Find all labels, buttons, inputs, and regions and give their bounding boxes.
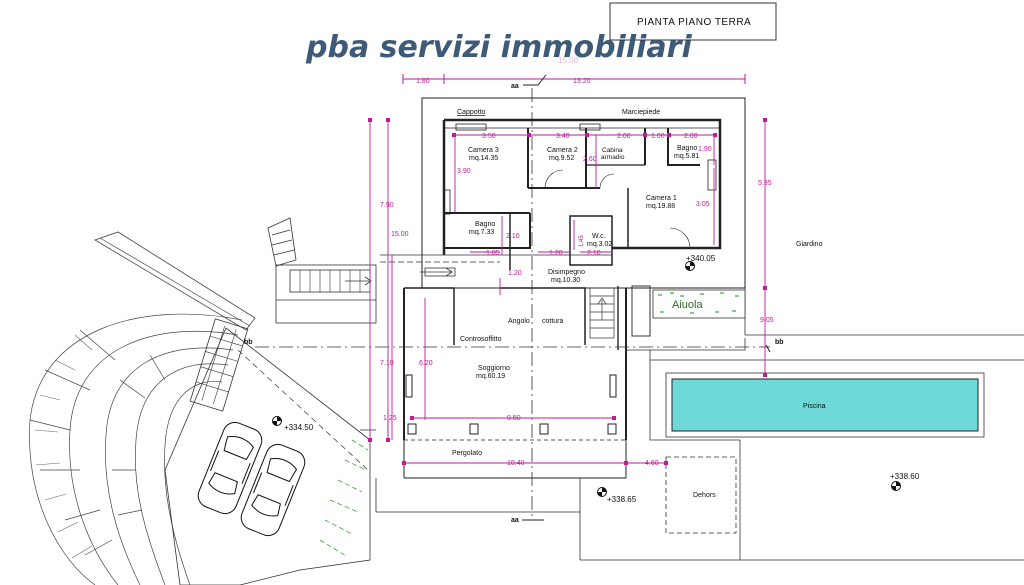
elevation-338-65: +338.65 xyxy=(607,495,637,504)
elevation-338-60: +338.60 xyxy=(890,472,920,481)
section-mark-aa-top: aa xyxy=(511,83,519,90)
living-area-walls xyxy=(403,287,627,479)
dehors-area xyxy=(665,456,737,534)
dim-2-00a: 2.00 xyxy=(617,133,631,140)
retaining-wall-left xyxy=(267,217,297,267)
sheet-title-box xyxy=(609,2,777,41)
label-bagno2: Bagno xyxy=(475,221,495,228)
pool-label: Piscina xyxy=(803,403,826,410)
dim-1-25: 1.25 xyxy=(383,415,397,422)
label-angolo: Angolo xyxy=(508,318,530,325)
driveway-hatching xyxy=(34,334,93,559)
label-marciapiede: Marciepiede xyxy=(622,109,660,116)
label-bagno1: Bagno xyxy=(677,145,697,152)
elevation-marker-338-65 xyxy=(597,487,607,497)
label-disimpegno: Disimpegno xyxy=(548,269,585,276)
label-soggiorno-area: mq.60.19 xyxy=(476,373,505,380)
interior-passage xyxy=(380,254,612,277)
top-dimension-lines xyxy=(402,74,746,84)
label-soggiorno: Soggiorno xyxy=(478,365,510,372)
dehors-label: Dehors xyxy=(693,492,716,499)
label-camera3-area: mq.14.35 xyxy=(469,155,498,162)
grass-lines xyxy=(319,439,369,557)
section-mark-bb-left: bb xyxy=(244,339,253,346)
label-camera1-area: mq.19.88 xyxy=(646,203,675,210)
aiuola-label: Aiuola xyxy=(672,299,703,311)
faded-dimension: 15.00 xyxy=(558,56,579,65)
dim-1-20b: 1.20 xyxy=(508,270,522,277)
exterior-stair xyxy=(275,264,377,324)
dim-3-05: 3.05 xyxy=(696,201,710,208)
label-controsoffitto: Controsoffitto xyxy=(460,336,502,343)
label-cappotto: Cappotto xyxy=(457,109,486,116)
dim-3-40: 3.40 xyxy=(556,133,570,140)
dim-15-00: 15.00 xyxy=(391,231,409,238)
dim-5-95: 5.95 xyxy=(758,180,772,187)
pool-outer xyxy=(665,372,985,438)
dim-1-00: 1.00 xyxy=(651,133,665,140)
dim-9-05: 9.05 xyxy=(760,317,774,324)
label-disimpegno-area: mq.10.30 xyxy=(551,277,580,284)
dim-1-85: 1.85 xyxy=(486,250,500,257)
dim-13-20: 13.20 xyxy=(573,78,591,85)
elevation-340-05: +340.05 xyxy=(686,254,716,263)
dim-2-10b: 2.10 xyxy=(587,250,601,257)
label-armadio: armadio xyxy=(601,154,625,161)
elevation-334-50: +334.50 xyxy=(284,423,314,432)
sheet-title: PIANTA PIANO TERRA xyxy=(637,17,751,28)
brand-title: pba servizi immobiliari xyxy=(305,30,692,65)
interior-stair xyxy=(589,287,615,339)
dimension-ticks xyxy=(368,118,767,465)
aiuola-planter xyxy=(652,289,746,319)
dim-2-00b: 2.00 xyxy=(684,133,698,140)
dim-3-50: 3.50 xyxy=(482,133,496,140)
label-cottura: cottura xyxy=(542,318,564,325)
dim-1-45: 1.45 xyxy=(579,235,585,247)
dim-3-90: 3.90 xyxy=(457,168,471,175)
parking-area xyxy=(164,327,371,585)
label-cabina: Cabina xyxy=(602,147,623,154)
label-camera2: Camera 2 xyxy=(547,147,578,154)
dim-7-10: 7.10 xyxy=(380,360,394,367)
label-giardino: Giardino xyxy=(796,241,823,248)
dim-1-80: 1.80 xyxy=(416,78,430,85)
dim-4-60: 4.60 xyxy=(645,460,659,467)
dimension-lines xyxy=(369,120,766,464)
curved-driveway xyxy=(29,231,256,585)
dim-6-20: 6.20 xyxy=(419,360,433,367)
car-2 xyxy=(240,443,306,537)
dim-7-90: 7.90 xyxy=(380,202,394,209)
label-camera3: Camera 3 xyxy=(468,147,499,154)
label-bagno2-area: mq.7.33 xyxy=(469,229,494,236)
pool-water xyxy=(671,378,979,432)
label-camera2-area: mq.9.52 xyxy=(549,155,574,162)
section-mark-bb-right: bb xyxy=(775,339,784,346)
label-bagno1-area: mq.5.81 xyxy=(674,153,699,160)
label-wc: W.c. xyxy=(592,233,606,240)
car-1 xyxy=(197,421,263,515)
elevation-marker-334-50 xyxy=(272,416,282,426)
label-pergolato: Pergolato xyxy=(452,450,482,457)
dim-2-10a: 2.10 xyxy=(506,233,520,240)
label-camera1: Camera 1 xyxy=(646,195,677,202)
elevation-marker-340-05 xyxy=(685,261,695,271)
label-wc-area: mq.3.02 xyxy=(587,241,612,248)
section-mark-aa-bottom: aa xyxy=(511,517,519,524)
elevation-marker-338-60 xyxy=(891,481,901,491)
dim-9-50: 9.50 xyxy=(507,415,521,422)
aiuola-hedge xyxy=(658,292,739,314)
dim-1-20a: 1.20 xyxy=(549,250,563,257)
dim-10-40: 10.40 xyxy=(507,460,525,467)
dim-2-60: 2.60 xyxy=(583,156,597,163)
dim-1-90: 1.90 xyxy=(698,146,712,153)
